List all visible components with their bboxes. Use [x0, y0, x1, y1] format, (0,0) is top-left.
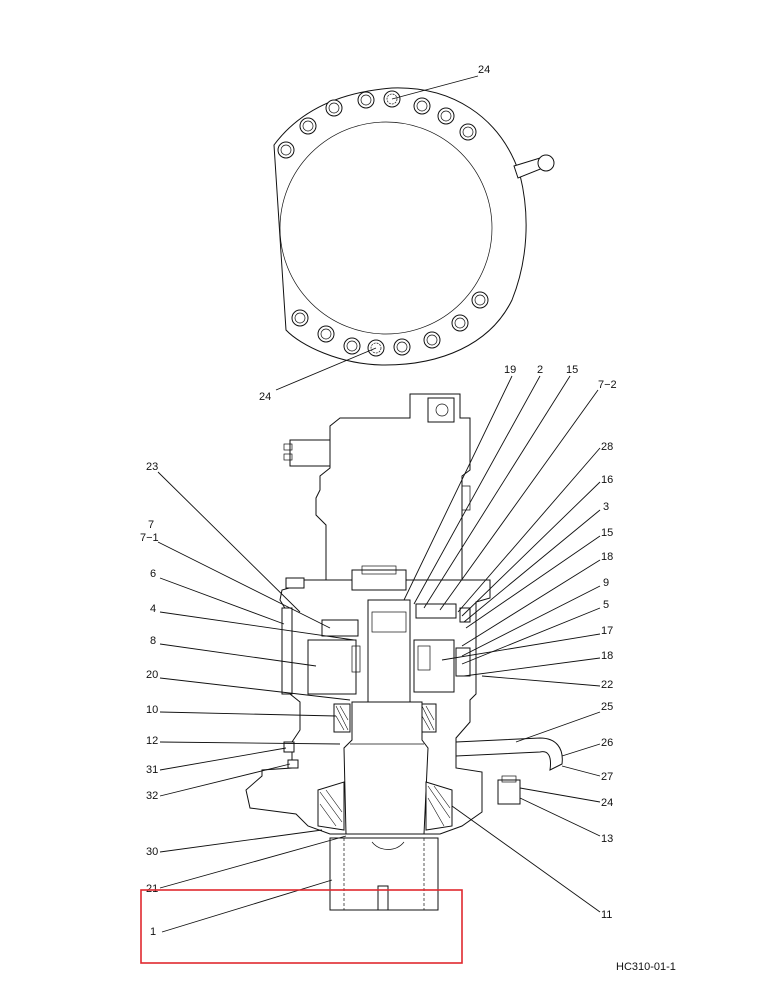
callout-4: 4	[150, 603, 156, 615]
callout-19: 19	[504, 364, 516, 376]
callout-17: 17	[601, 625, 613, 637]
callout-7-1: 7−1	[140, 532, 159, 544]
callout-8: 8	[150, 635, 156, 647]
bolt-holes	[277, 90, 489, 357]
leader-lines	[157, 75, 601, 933]
housing-section	[245, 565, 563, 835]
drawing-code: HC310-01-1	[616, 961, 676, 973]
callout-13: 13	[601, 833, 613, 845]
callout-5: 5	[603, 599, 609, 611]
callout-24-top: 24	[478, 64, 490, 76]
callout-26: 26	[601, 737, 613, 749]
callout-18b: 18	[601, 650, 613, 662]
callout-11: 11	[601, 909, 612, 921]
callout-9: 9	[603, 577, 609, 589]
callout-22: 22	[601, 679, 613, 691]
callout-30: 30	[146, 846, 158, 858]
callout-28: 28	[601, 441, 613, 453]
callout-7: 7	[148, 519, 154, 531]
callout-32: 32	[146, 790, 158, 802]
callout-1: 1	[150, 926, 156, 938]
callout-20: 20	[146, 669, 158, 681]
output-shaft	[329, 837, 439, 911]
callout-27: 27	[601, 771, 613, 783]
callout-24-mid: 24	[259, 391, 271, 403]
callout-25: 25	[601, 701, 613, 713]
callout-31: 31	[146, 764, 158, 776]
highlight-box	[140, 889, 463, 964]
callout-21: 21	[146, 883, 158, 895]
callout-16: 16	[601, 474, 613, 486]
callout-3: 3	[603, 501, 609, 513]
callout-10: 10	[146, 704, 158, 716]
callout-18a: 18	[601, 551, 613, 563]
callout-15b: 15	[601, 527, 613, 539]
callout-labels: 24 24 19 2 15 7−2 28 16 3 15 18 9 5 17 1…	[140, 64, 617, 938]
motor-body	[283, 393, 471, 581]
callout-24-right: 24	[601, 797, 613, 809]
callout-2: 2	[537, 364, 543, 376]
callout-23: 23	[146, 461, 158, 473]
callout-15a: 15	[566, 364, 578, 376]
top-view-flange	[273, 87, 555, 366]
callout-6: 6	[150, 568, 156, 580]
callout-12: 12	[146, 735, 158, 747]
callout-7-2: 7−2	[598, 379, 617, 391]
